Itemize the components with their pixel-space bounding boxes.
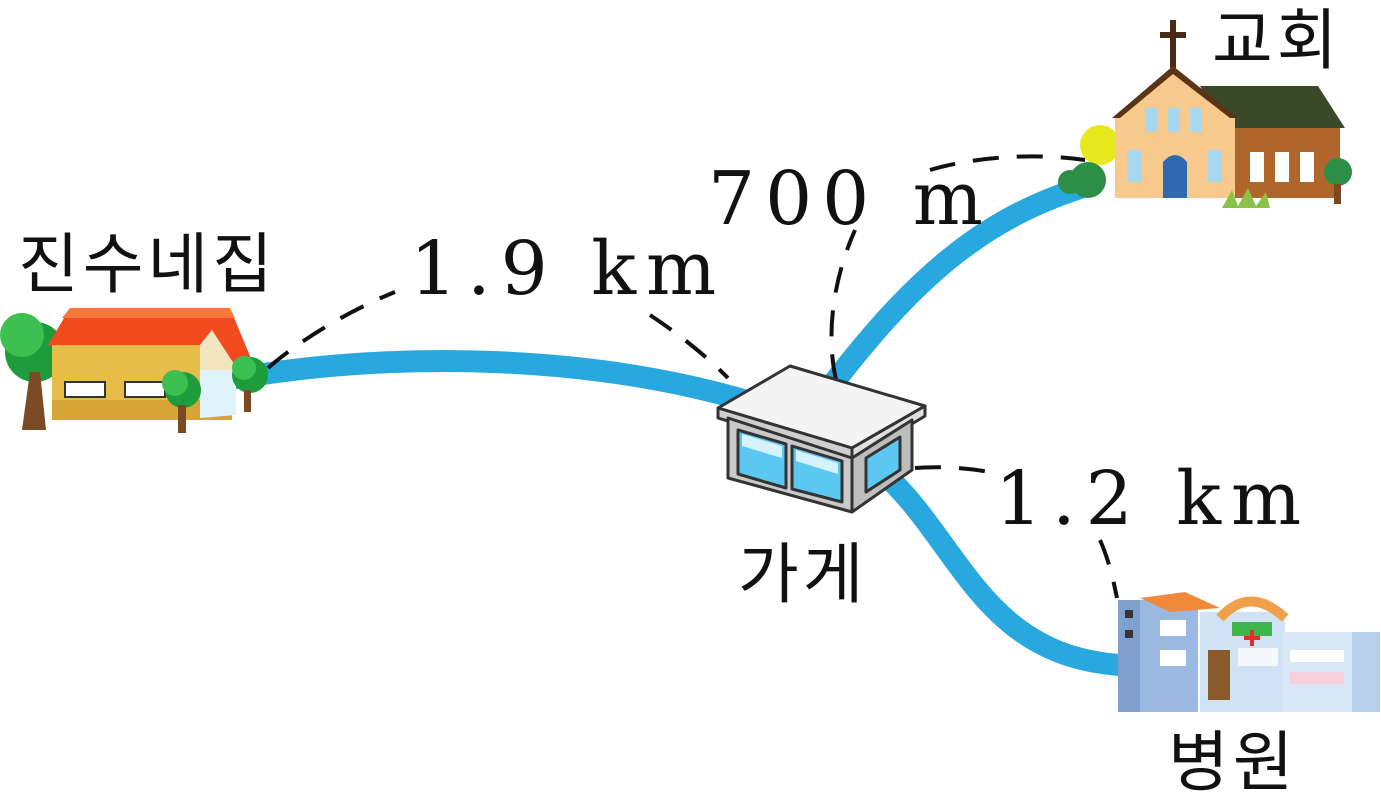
store-icon <box>716 364 927 514</box>
arc-store-hospital-lower <box>1098 539 1119 599</box>
store-label: 가게 <box>738 536 868 613</box>
arc-store-church-upper <box>929 154 1086 172</box>
home-label: 진수네집 <box>18 226 277 303</box>
arc-store-hospital-upper <box>914 465 996 475</box>
hospital-icon <box>1118 592 1380 712</box>
distance-home-store: 1.9 km <box>410 226 727 312</box>
home-icon <box>0 308 268 433</box>
distance-store-hospital: 1.2 km <box>995 456 1312 542</box>
church-label: 교회 <box>1212 2 1342 79</box>
arc-home-store-right <box>648 313 730 380</box>
road-store-church <box>821 174 1101 396</box>
hospital-label: 병원 <box>1168 724 1298 801</box>
distance-arcs <box>266 154 1119 599</box>
distance-store-church: 700 m <box>708 156 993 242</box>
road-store-hospital <box>869 459 1131 676</box>
arc-home-store-left <box>266 290 396 370</box>
roads <box>227 174 1131 676</box>
church-icon <box>1058 20 1352 208</box>
road-home-store <box>227 350 771 416</box>
arc-store-church-lower <box>829 229 857 381</box>
